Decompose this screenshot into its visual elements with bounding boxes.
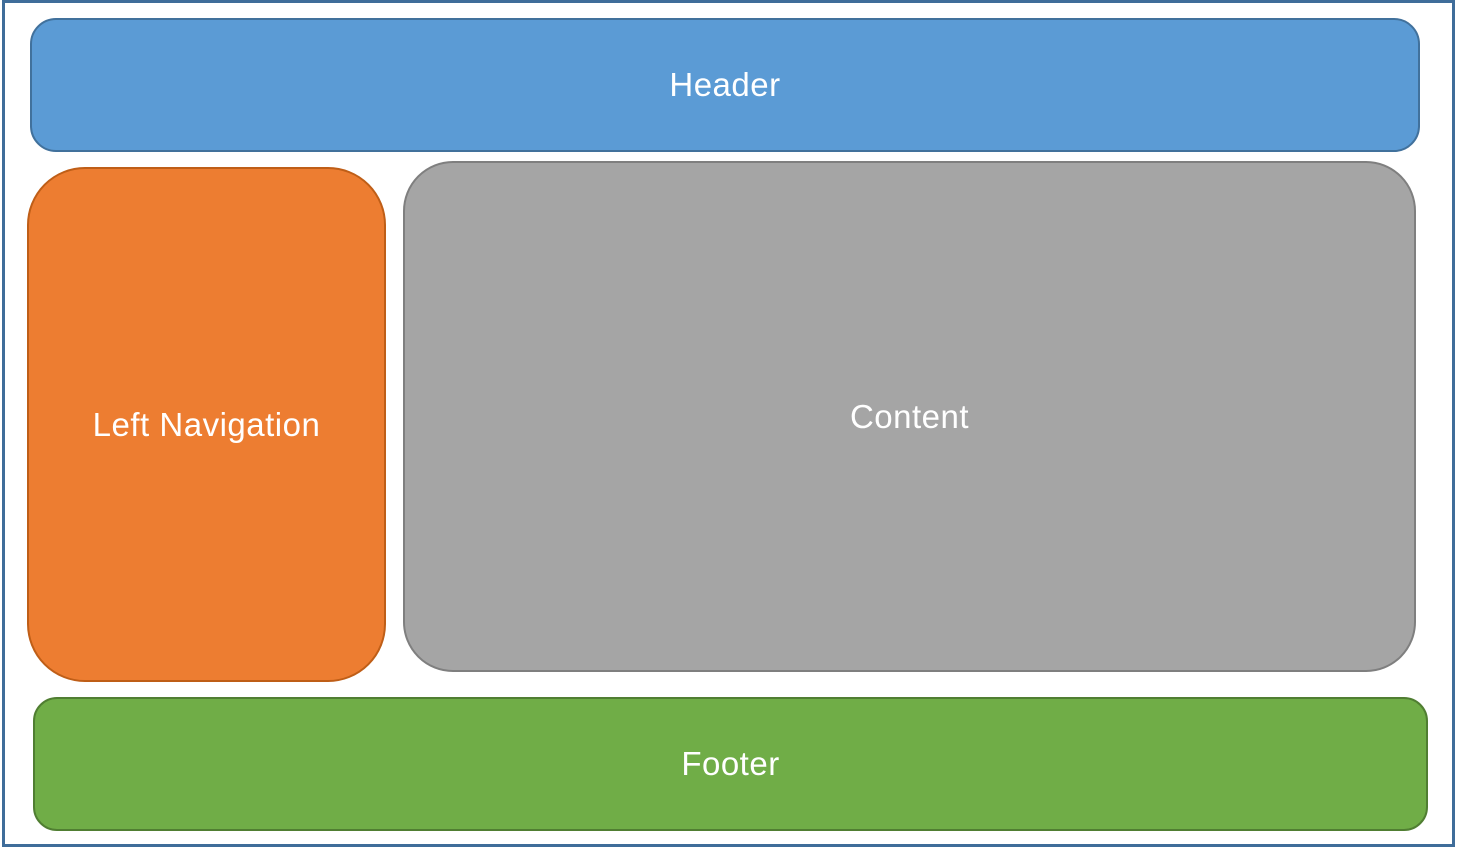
- footer-block: Footer: [33, 697, 1428, 831]
- content-block: Content: [403, 161, 1416, 672]
- header-block: Header: [30, 18, 1420, 152]
- header-block-label: Header: [669, 66, 781, 103]
- content-block-label: Content: [849, 397, 970, 435]
- left-navigation-block-label: Left Navigation: [92, 405, 321, 443]
- left-navigation-block: Left Navigation: [27, 167, 386, 682]
- footer-block-label: Footer: [681, 745, 780, 782]
